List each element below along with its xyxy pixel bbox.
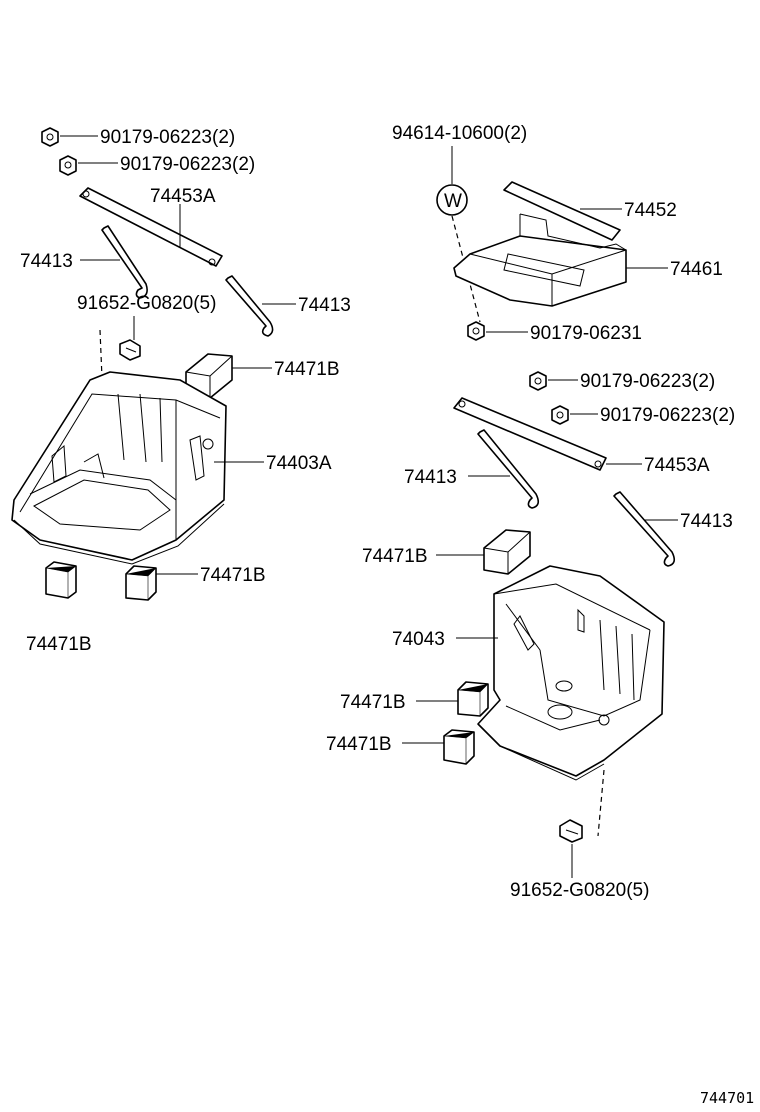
label-right-pad-mid: 74471B [340,692,406,713]
right-pad-bottom [443,729,475,765]
label-right-clip: 94614-10600(2) [392,123,527,144]
label-left-nut-a: 90179-06223(2) [100,127,235,148]
left-pad-bottom [45,561,77,599]
right-rod-a [477,429,540,509]
label-left-clamp: 74453A [150,186,216,207]
label-left-pad-bottom: 74471B [26,634,92,655]
label-right-clamp: 74453A [644,455,710,476]
left-bolt-icon [119,339,141,361]
left-assembly: 90179-06223(2) 90179-06223(2) 74453A 744… [11,127,351,655]
label-left-pad-top: 74471B [274,359,340,380]
left-rod-a [101,225,148,299]
right-cover [453,213,627,307]
label-right-bolt: 91652-G0820(5) [510,880,649,901]
right-nut-a-icon [529,371,547,391]
label-left-tray: 74403A [266,453,332,474]
right-plate [503,181,621,241]
right-pad-mid [457,681,489,717]
w-mark-icon: W [436,184,468,216]
diagram-id: 744701 [700,1089,754,1107]
left-nut-a-icon [41,127,59,147]
left-clamp-bar [79,187,223,267]
left-pad-right [125,565,157,601]
left-nut-b-icon [59,155,77,176]
label-left-rod-a: 74413 [20,251,73,272]
label-left-rod-b: 74413 [298,295,351,316]
label-right-tray: 74043 [392,629,445,650]
label-right-cover-nut: 90179-06231 [530,323,642,344]
label-right-nut-b: 90179-06223(2) [600,405,735,426]
label-right-pad-top: 74471B [362,546,428,567]
label-right-nut-a: 90179-06223(2) [580,371,715,392]
right-battery-tray [477,565,665,781]
right-nut-b-icon [551,405,569,425]
right-pad-top [483,529,531,575]
right-cover-nut-icon [467,321,485,341]
label-left-bolt: 91652-G0820(5) [77,293,216,314]
label-right-rod-b: 74413 [680,511,733,532]
label-right-cover: 74461 [670,259,723,280]
svg-text:W: W [444,191,462,212]
left-battery-tray [11,371,227,565]
label-left-pad-right: 74471B [200,565,266,586]
label-right-pad-bottom: 74471B [326,734,392,755]
label-right-rod-a: 74413 [404,467,457,488]
right-bolt-icon [559,819,583,843]
right-clamp-bar [453,397,607,471]
label-right-plate: 74452 [624,200,677,221]
left-rod-b [225,275,274,337]
right-assembly: 94614-10600(2) W 74452 74461 [326,123,735,901]
label-left-nut-b: 90179-06223(2) [120,154,255,175]
right-rod-b [613,491,676,567]
